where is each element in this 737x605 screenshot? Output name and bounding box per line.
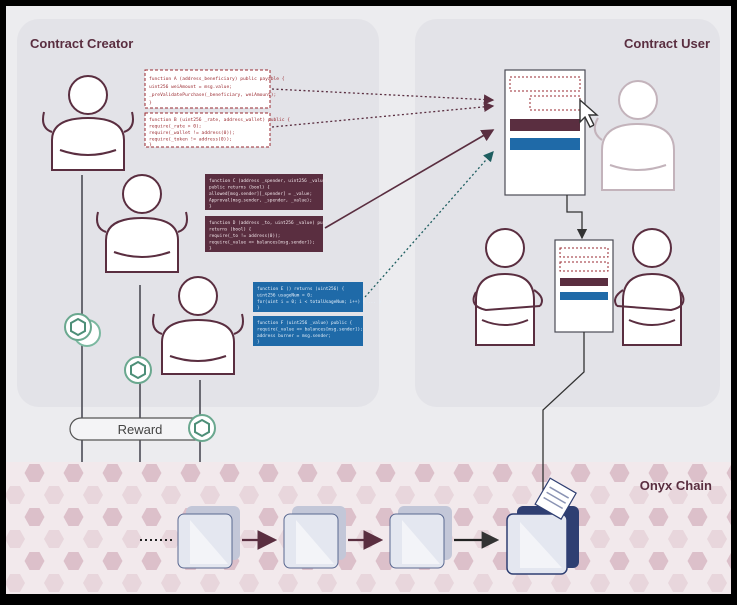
code-line: uint256 weiAmount = msg.value; (149, 84, 232, 90)
code-box-a: function A (address_beneficiary) public … (144, 69, 287, 109)
reward-label: Reward (118, 422, 163, 437)
hexagon-pattern (6, 462, 731, 594)
code-line: require(_token != address(0)); (149, 137, 232, 143)
chain-block-new (506, 477, 579, 575)
code-box-b: function B (uint256 _rate, address_walle… (144, 112, 293, 148)
code-line: function A (address_beneficiary) public … (149, 76, 285, 82)
cursor-arrow-icon (579, 98, 599, 128)
person-icon (96, 174, 188, 273)
code-box-c: function C (address _spender, uint256 _v… (205, 174, 331, 210)
code-line: } (209, 246, 212, 252)
code-line: } (149, 100, 152, 106)
code-line: require(_value <= balances[msg.sender]); (209, 240, 315, 246)
svg-text:function F (uint256 _value) pu: function F (uint256 _value) public { req… (257, 320, 365, 345)
svg-text:function E () returns (uint256: function E () returns (uint256) { uint25… (257, 286, 384, 311)
code-line: address burner = msg.sender; (257, 333, 331, 339)
onyx-coin-icon (124, 356, 152, 384)
contract-copy-document (554, 239, 614, 333)
code-line: function B (uint256 _rate, address_walle… (149, 117, 290, 123)
code-line: } (257, 339, 260, 345)
arrow-code-c (324, 129, 495, 229)
code-line: } (149, 142, 152, 148)
code-box-f: function F (uint256 _value) public { req… (253, 316, 365, 346)
code-line: require(_wallet != address(0)); (149, 130, 235, 136)
code-line: _preValidatePurchase(_beneficiary, weiAm… (149, 92, 276, 98)
chain-block-1 (177, 506, 240, 569)
person-icon (42, 75, 134, 171)
code-line: uint256 usageNum = 0; (257, 293, 313, 299)
assembled-contract-document (504, 69, 586, 196)
onyx-chain-label: Onyx Chain (640, 478, 712, 493)
connector-doc-to-chain (542, 332, 585, 505)
code-line: require(_to != address(0)); (209, 233, 280, 239)
chain-block-2 (283, 506, 346, 569)
svg-text:function B (uint256 _rate, add: function B (uint256 _rate, address_walle… (149, 117, 293, 148)
code-line: allowed[msg.sender][_spender] = _value; (209, 191, 312, 197)
code-line: function D (address _to, uint256 _value)… (209, 220, 334, 226)
contract-user-title: Contract User (624, 36, 710, 51)
code-line: function C (address _spender, uint256 _v… (209, 178, 328, 184)
svg-text:function A (address_beneficiar: function A (address_beneficiary) public … (149, 76, 287, 106)
onyx-coin-icon (64, 313, 101, 347)
code-line: function F (uint256 _value) public { (257, 320, 353, 326)
arrow-code-a (271, 88, 495, 105)
code-box-e: function E () returns (uint256) { uint25… (253, 282, 384, 312)
code-box-d: function D (address _to, uint256 _value)… (205, 216, 336, 252)
person-icon (593, 80, 675, 191)
arrow-code-b (271, 101, 495, 128)
chain-block-3 (389, 506, 452, 569)
svg-text:function D (address _to, uint2: function D (address _to, uint256 _value)… (209, 220, 336, 252)
code-line: public returns (bool) { (209, 185, 270, 191)
person-icon (614, 228, 685, 346)
person-icon (472, 228, 543, 346)
code-line: for(uint i = 0; i < totalUsageNum; i++) … (257, 299, 382, 305)
onyx-coin-icon (188, 414, 216, 442)
svg-text:function C (address _spender,: function C (address _spender, uint256 _v… (209, 178, 331, 210)
code-line: } (257, 305, 260, 311)
contract-creator-title: Contract Creator (30, 36, 133, 51)
arrow-code-e (364, 151, 494, 298)
code-line: Approval(msg.sender, _spender, _value); (209, 198, 312, 204)
code-line: } (209, 204, 212, 210)
code-line: function E () returns (uint256) { (257, 286, 345, 292)
code-line: require(_value <= balances[msg.sender]); (257, 327, 363, 333)
person-icon (152, 276, 244, 375)
code-line: returns (bool) { (209, 227, 252, 233)
code-line: require(_rate > 0); (149, 124, 202, 130)
arrow-doc-to-copy (566, 195, 588, 240)
